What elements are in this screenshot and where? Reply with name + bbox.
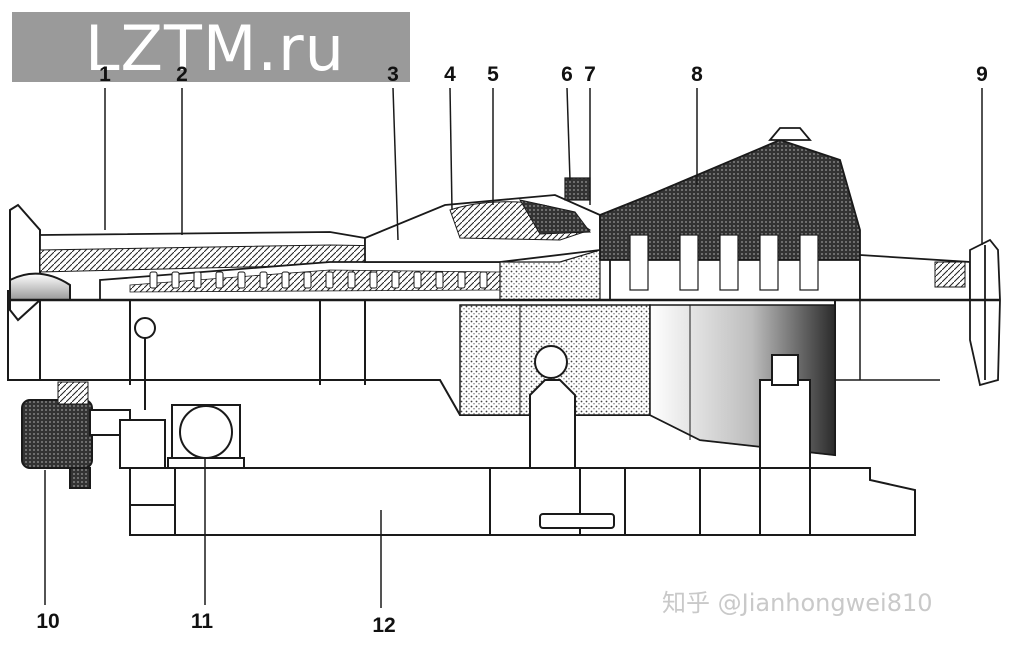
stator-vane [149,271,158,289]
stator-vane [435,271,444,289]
stator-vane [281,271,290,289]
base-frame [129,467,916,536]
turbine-disk [679,234,699,291]
callout-12: 12 [372,614,396,637]
callout-9: 9 [976,63,988,86]
callout-1: 1 [99,63,111,86]
air-inlet [9,203,71,322]
leader-lines [44,87,983,608]
stator-vane [193,271,202,289]
turbine-disk [629,234,649,291]
turbine-disk [759,234,779,291]
watermark-background [12,12,410,82]
stator-vane [457,271,466,289]
output-shaft [859,238,1001,387]
callout-8: 8 [691,63,703,86]
turbine-disk [799,234,819,291]
stator-vane [347,271,356,289]
source-credit: 知乎 @Jianhongwei810 [662,589,933,617]
stator-vane [171,271,180,289]
stator-vane [413,271,422,289]
callout-7: 7 [584,63,596,86]
combustor [364,177,601,301]
stator-vane [391,271,400,289]
callout-2: 2 [176,63,188,86]
electric-motor [167,404,245,469]
callout-3: 3 [387,63,399,86]
watermark-text: LZTM.ru [85,12,345,85]
stator-vane [303,271,312,289]
callout-5: 5 [487,63,499,86]
turbine-disk [719,234,739,291]
stator-vane [215,271,224,289]
starter-accessory [21,381,166,489]
stator-vane [259,271,268,289]
callout-10: 10 [36,610,60,633]
stator-vane [325,271,334,289]
callout-4: 4 [444,63,456,86]
supports [134,317,811,469]
callout-11: 11 [190,610,214,633]
turbine-disks [629,234,819,291]
stator-vane [479,271,488,289]
stator-vane [369,271,378,289]
stator-vane [237,271,246,289]
lower-casing [7,290,940,457]
callout-6: 6 [561,63,573,86]
compressor-stator-vanes [149,271,488,289]
